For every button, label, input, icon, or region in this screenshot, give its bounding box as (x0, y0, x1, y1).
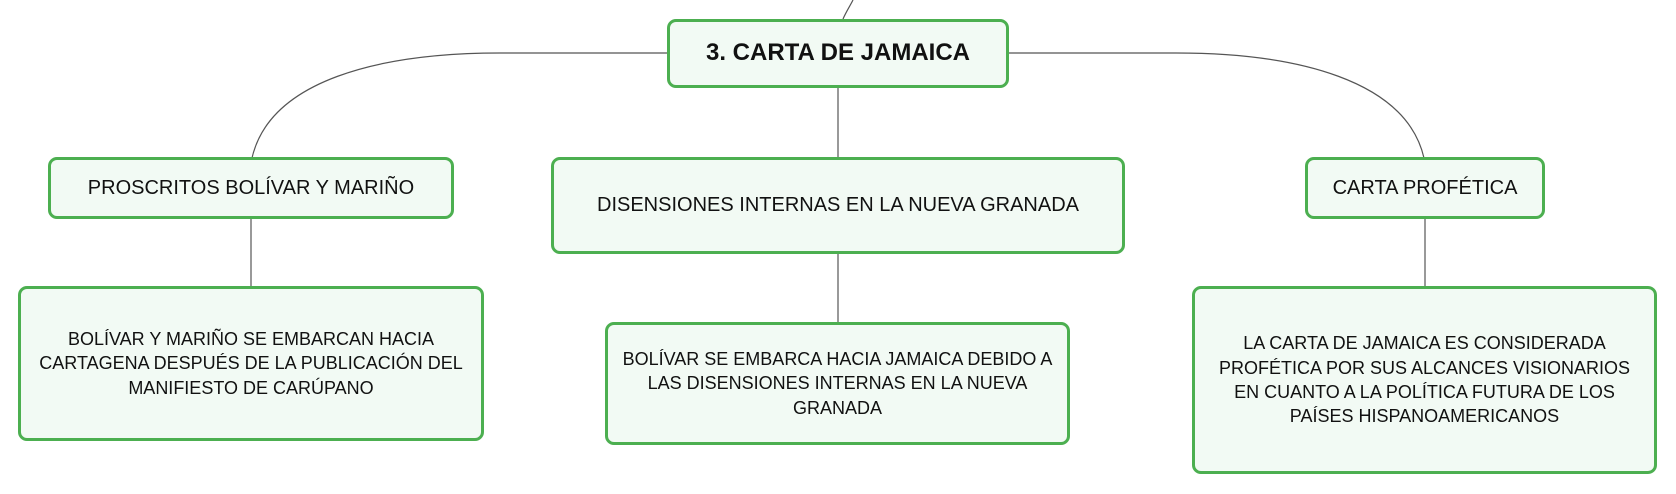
topic-node-label: DISENSIONES INTERNAS EN LA NUEVA GRANADA (597, 194, 1079, 216)
connector-parent-to-root (842, 0, 854, 20)
detail-node-text: LA CARTA DE JAMAICA ES CONSIDERADA PROFÉ… (1218, 333, 1631, 427)
detail-node-proscritos[interactable]: BOLÍVAR Y MARIÑO SE EMBARCAN HACIA CARTA… (18, 286, 484, 441)
detail-node-carta-profetica[interactable]: LA CARTA DE JAMAICA ES CONSIDERADA PROFÉ… (1192, 286, 1657, 474)
topic-node-disensiones[interactable]: DISENSIONES INTERNAS EN LA NUEVA GRANADA (551, 157, 1125, 254)
detail-node-text: BOLÍVAR Y MARIÑO SE EMBARCAN HACIA CARTA… (39, 329, 463, 398)
topic-node-proscritos[interactable]: PROSCRITOS BOLÍVAR Y MARIÑO (48, 157, 454, 219)
topic-node-label: CARTA PROFÉTICA (1332, 176, 1518, 199)
detail-node-text: BOLÍVAR SE EMBARCA HACIA JAMAICA DEBIDO … (622, 349, 1053, 418)
detail-node-disensiones[interactable]: BOLÍVAR SE EMBARCA HACIA JAMAICA DEBIDO … (605, 322, 1070, 445)
connector-root-to-proscritos (251, 52, 668, 159)
topic-node-label: PROSCRITOS BOLÍVAR Y MARIÑO (87, 176, 415, 199)
root-node-label: 3. CARTA DE JAMAICA (705, 39, 970, 67)
topic-node-carta-profetica[interactable]: CARTA PROFÉTICA (1305, 157, 1545, 219)
connector-root-to-carta-profetica (1008, 52, 1425, 159)
root-node[interactable]: 3. CARTA DE JAMAICA (667, 19, 1009, 88)
